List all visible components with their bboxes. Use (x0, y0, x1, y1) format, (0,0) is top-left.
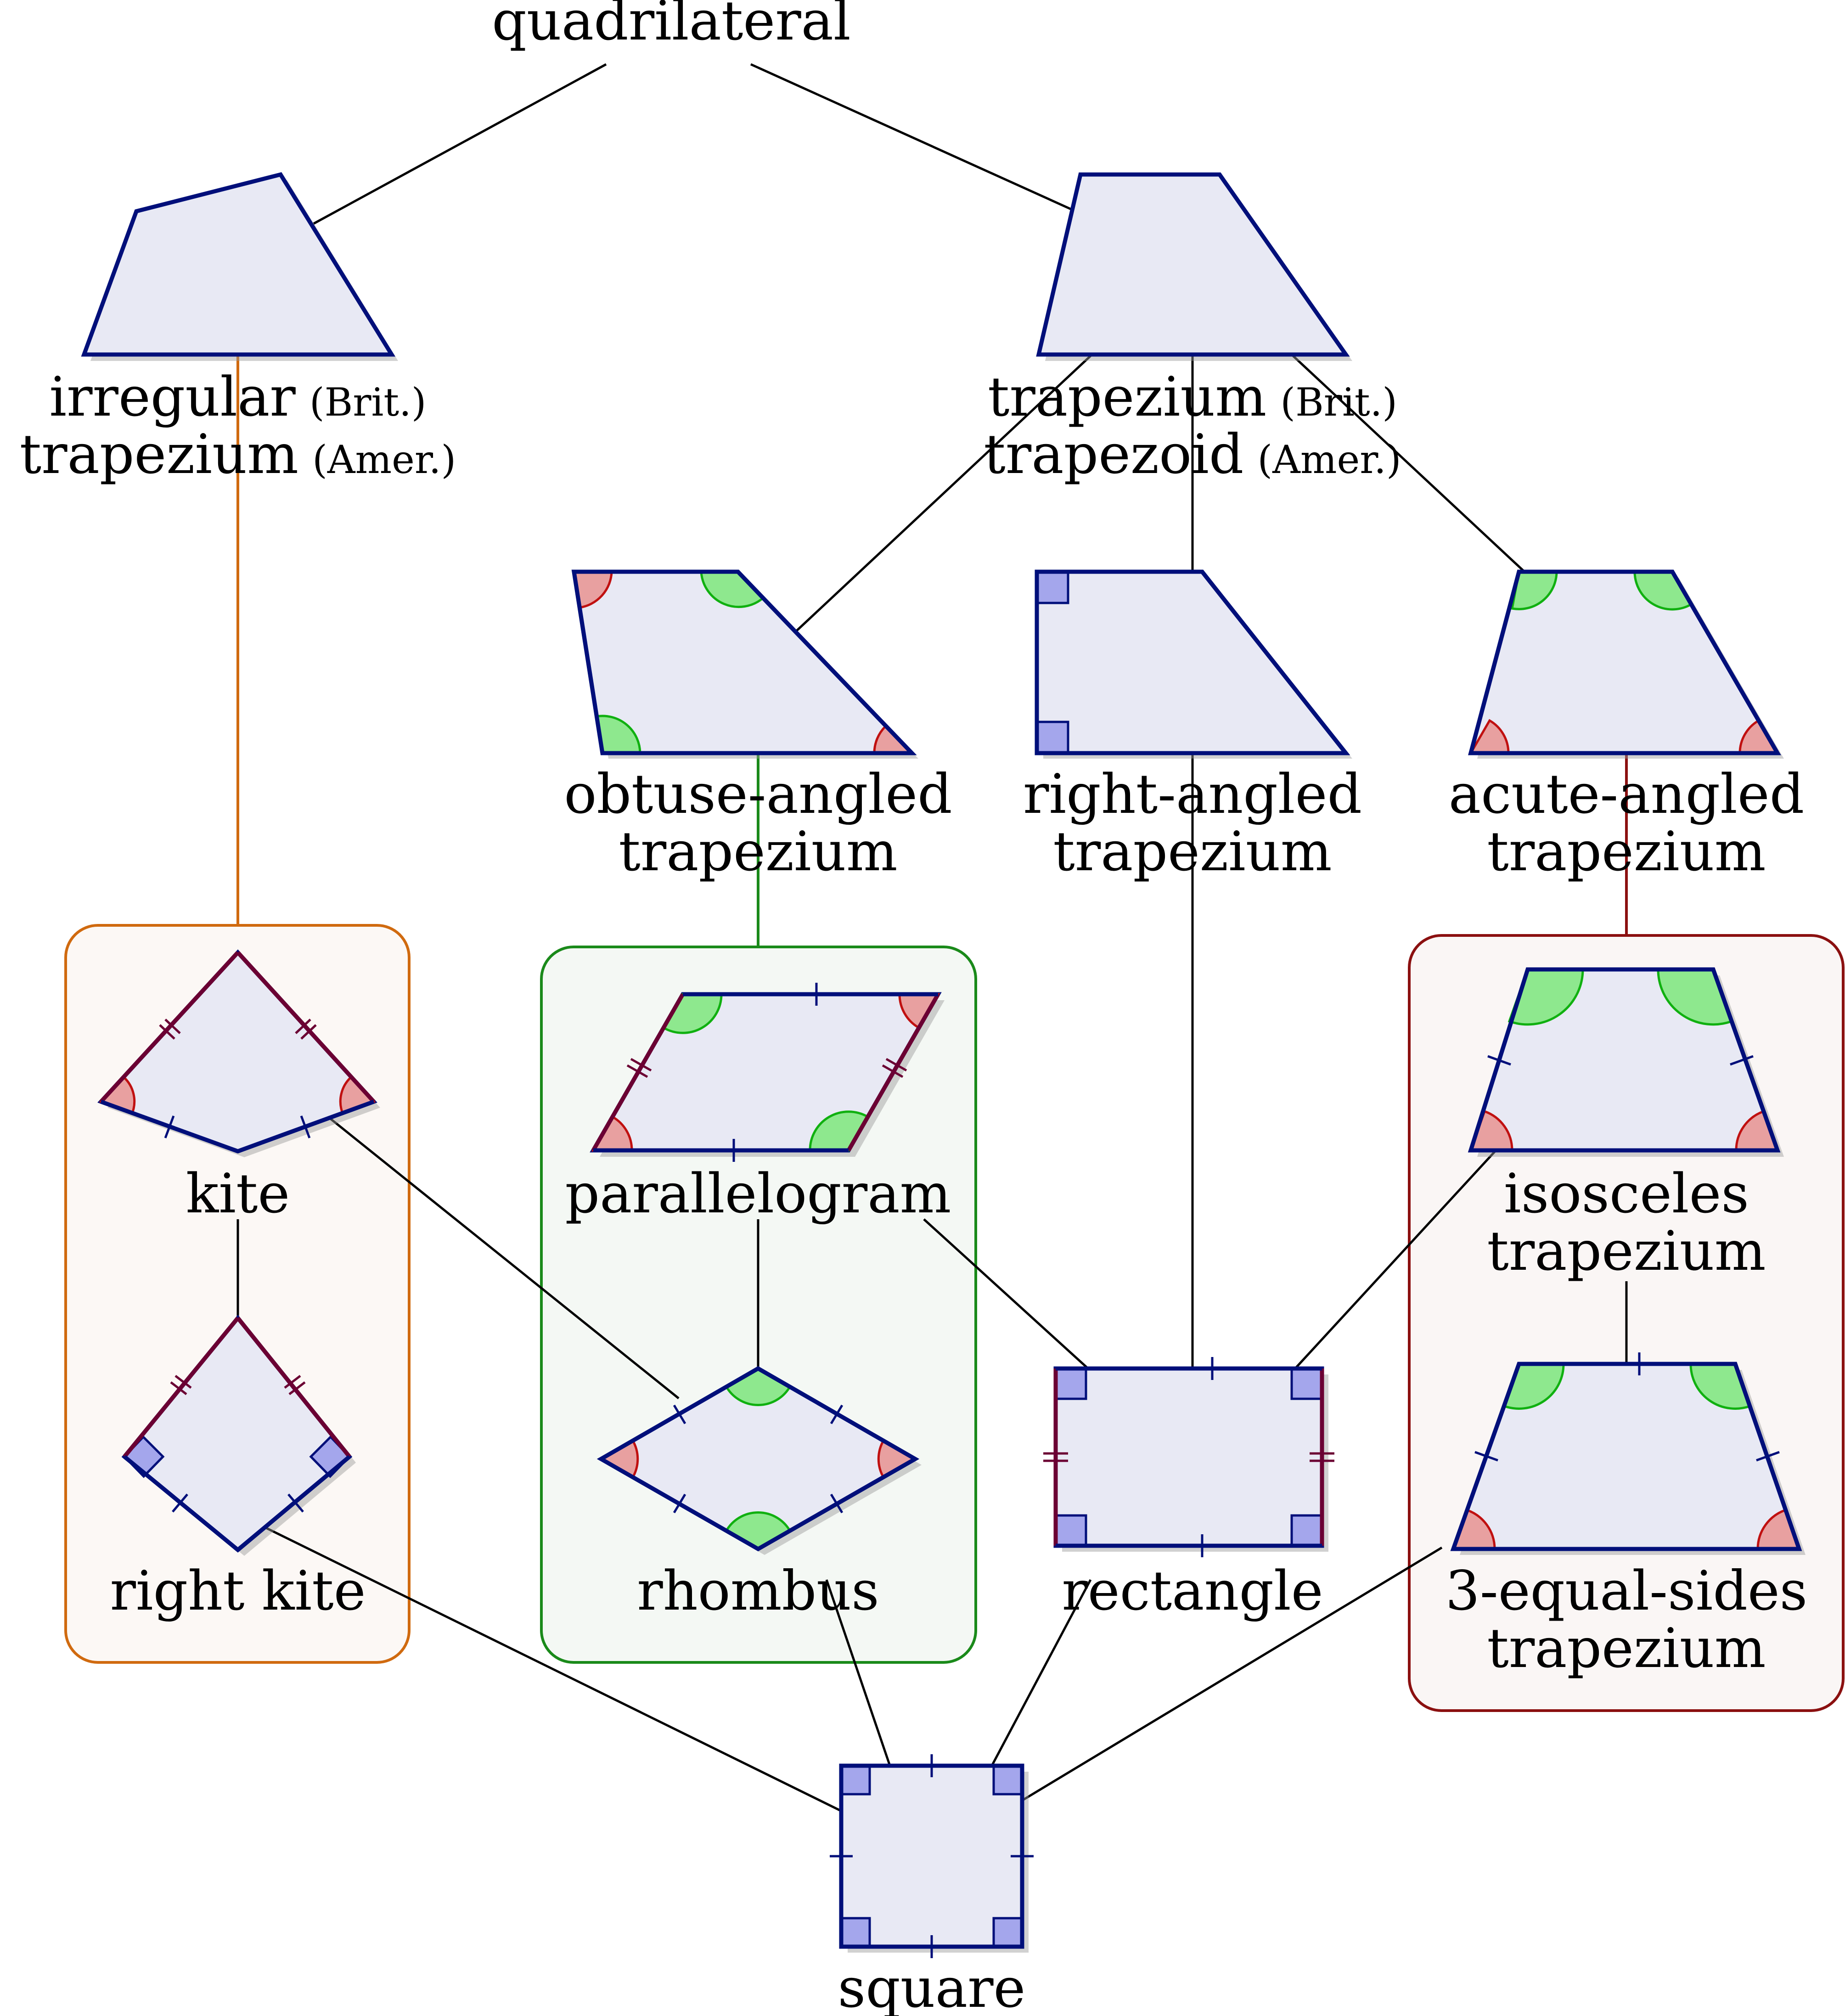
right-trapezium-shape (1035, 569, 1352, 759)
label-rectangle: rectangle (1062, 1559, 1323, 1622)
label-isosceles-line1: isosceles (1504, 1162, 1749, 1225)
label-rhombus: rhombus (637, 1559, 879, 1622)
trapezium-shape (1036, 172, 1352, 361)
iso-angle-green-top-left (1508, 968, 1584, 1026)
acute-trapezium-shape (1468, 569, 1784, 759)
edge-trap-acute (1292, 355, 1525, 573)
rhombus-angle-green-top (725, 1367, 792, 1406)
edge-rightkite-square (263, 1526, 844, 1813)
label-acute-line2: trapezium (1487, 820, 1766, 883)
rectangle-shape (1043, 1357, 1334, 1557)
isosceles-trapezium-shape (1468, 967, 1784, 1157)
label-right-line1: right-angled (1023, 762, 1362, 826)
obtuse-trapezium-shape (571, 569, 918, 759)
label-trapezium-line1: trapezium(Brit.) (988, 365, 1397, 428)
right-angle-top-left (1035, 570, 1069, 604)
acute-angle-green-top-left (1511, 570, 1558, 610)
edge-trap-obtuse (793, 355, 1091, 634)
iso-angle-green-top-right (1657, 968, 1733, 1026)
right-angle-bottom-left (1035, 721, 1069, 755)
hierarchy-edges (236, 63, 1628, 1813)
para-angle-red-bottom-left (591, 1115, 633, 1152)
label-trapezium-line2: trapezoid(Amer.) (984, 422, 1401, 486)
label-three-equal-line2: trapezium (1487, 1616, 1766, 1680)
label-three-equal-line1: 3-equal-sides (1446, 1559, 1808, 1622)
right-kite-shape (121, 1314, 356, 1556)
edge-quad-irregular (313, 63, 607, 225)
label-square: square (838, 1956, 1026, 2016)
edge-para-rectangle (923, 1218, 1091, 1372)
label-quadrilateral: quadrilateral (492, 0, 850, 52)
obtuse-angle-green-top-right (700, 570, 765, 608)
label-right-kite: right kite (110, 1559, 366, 1622)
label-irregular-line1: irregular(Brit.) (49, 365, 426, 428)
irregular-trapezium-shape (81, 172, 398, 361)
three-eq-angle-green-top-right (1689, 1363, 1752, 1410)
label-obtuse-line2: trapezium (619, 820, 897, 883)
edge-threeequal-square (1022, 1546, 1443, 1802)
acute-angle-red-bottom-right (1738, 719, 1780, 755)
three-equal-trapezium-shape (1450, 1352, 1806, 1555)
square-shape (830, 1754, 1034, 1958)
edge-rhombus-square (825, 1579, 891, 1766)
label-kite: kite (186, 1162, 290, 1225)
edge-rectangle-square (990, 1579, 1092, 1767)
rhombus-angle-green-bottom (725, 1511, 792, 1550)
label-obtuse-line1: obtuse-angled (564, 762, 952, 826)
kite-shape (97, 949, 380, 1157)
acute-angle-red-bottom-left (1468, 719, 1510, 755)
three-eq-angle-green-top-left (1502, 1363, 1565, 1410)
parallelogram-shape (590, 983, 945, 1162)
label-irregular-line2: trapezium(Amer.) (20, 422, 456, 486)
label-right-line2: trapezium (1053, 820, 1332, 883)
obtuse-angle-green-bottom-left (595, 715, 641, 755)
edge-kite-rhombus (326, 1115, 680, 1399)
label-parallelogram: parallelogram (565, 1162, 951, 1225)
para-angle-red-top-right (898, 993, 940, 1030)
rhombus-shape (596, 1366, 922, 1555)
label-acute-line1: acute-angled (1449, 762, 1805, 826)
edge-iso-rectangle (1292, 1133, 1512, 1372)
obtuse-angle-red-top-left (573, 570, 613, 609)
edge-quad-trapezium (750, 63, 1074, 212)
label-isosceles-line2: trapezium (1487, 1219, 1766, 1283)
